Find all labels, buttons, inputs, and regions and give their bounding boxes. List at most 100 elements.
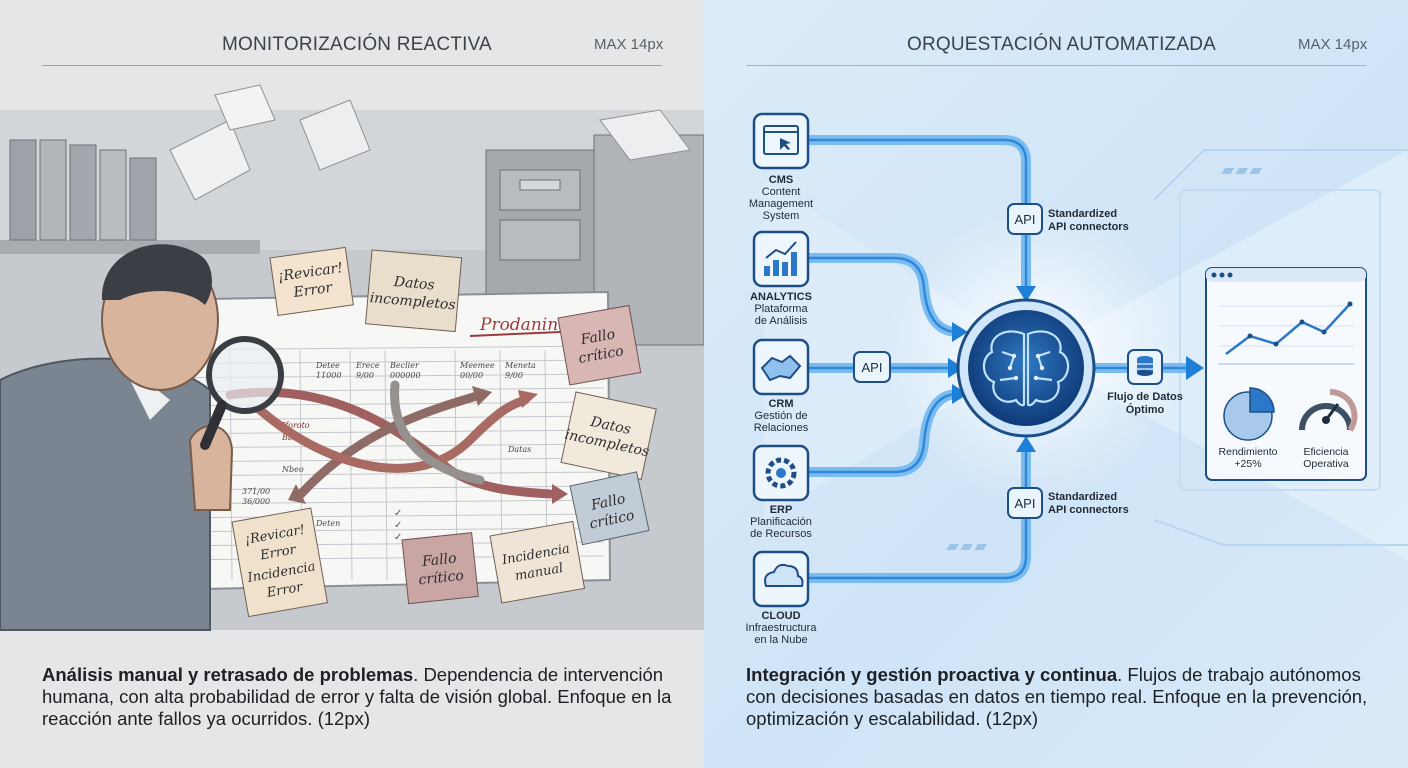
system-erp bbox=[752, 444, 810, 502]
checkmark-icon: ✓ bbox=[394, 508, 402, 519]
system-cloud bbox=[752, 550, 810, 608]
system-desc-cms-3: System bbox=[763, 210, 800, 222]
tangle-arrow bbox=[390, 380, 485, 485]
gear-icon bbox=[765, 457, 797, 489]
sheet-header-4: Meemee bbox=[459, 361, 495, 370]
sheet-header-2: Erece bbox=[355, 361, 380, 370]
cloud-icon bbox=[764, 563, 804, 587]
sheet-value-1: 11000 bbox=[316, 371, 341, 380]
svg-text:incompletos: incompletos bbox=[369, 290, 456, 313]
connector-bottom-line1: Standardized bbox=[1048, 491, 1117, 503]
arrow-head-icon bbox=[518, 390, 538, 408]
reactive-panel: MONITORIZACIÓN REACTIVA MAX 14px bbox=[0, 0, 704, 768]
sticky-note: Fallo crítico bbox=[557, 304, 642, 386]
system-desc-analytics-1: Plataforma bbox=[754, 303, 808, 315]
system-analytics bbox=[752, 230, 810, 288]
sheet-header-3: Beclier bbox=[389, 361, 420, 370]
sheet-cell-7: Datas bbox=[507, 445, 531, 454]
system-labels: CMS Content Management System ANALYTICS … bbox=[746, 174, 818, 646]
sheet-value-5: 9/00 bbox=[505, 371, 523, 380]
checkmark-icon: ✓ bbox=[394, 532, 402, 543]
automated-description-bold: Integración y gestión proactiva y contin… bbox=[746, 664, 1118, 685]
tangle-arrow bbox=[295, 390, 485, 500]
system-desc-erp-2: de Recursos bbox=[750, 528, 812, 540]
automated-description: Integración y gestión proactiva y contin… bbox=[746, 664, 1386, 730]
reactive-title: MONITORIZACIÓN REACTIVA bbox=[222, 34, 492, 55]
flow-label-line1: Flujo de Datos bbox=[1107, 391, 1183, 403]
arrow-head-icon bbox=[472, 386, 492, 406]
arrow-heads bbox=[288, 386, 568, 504]
trend-chart-icon bbox=[1218, 301, 1354, 365]
arrow-right-icon bbox=[952, 384, 968, 404]
browser-window-icon bbox=[763, 125, 799, 155]
pie-chart-icon bbox=[1223, 387, 1275, 441]
kpi-efficiency-line2: Operativa bbox=[1303, 458, 1349, 470]
svg-text:Fallo: Fallo bbox=[420, 550, 457, 570]
kpi-performance-line1: Rendimiento bbox=[1219, 446, 1278, 458]
sticky-note: Fallo crítico bbox=[401, 532, 479, 605]
arrow-up-icon bbox=[1016, 436, 1036, 452]
sticky-note: Datos incompletos bbox=[560, 391, 657, 481]
sheet-header-5: Meneta bbox=[504, 361, 536, 370]
reactive-max-label: MAX 14px bbox=[594, 36, 664, 53]
reactive-illustration: Prodanint Detee Erece Beclier Meemee Men… bbox=[0, 84, 704, 631]
checkmark-icon: ✓ bbox=[394, 520, 402, 531]
sheet-cell-6: Deten bbox=[315, 519, 340, 528]
automated-max-label: MAX 14px bbox=[1298, 36, 1368, 53]
sticky-note: Fallo crítico bbox=[569, 471, 650, 546]
arrow-down-icon bbox=[1016, 286, 1036, 302]
api-badge-crm: API bbox=[853, 351, 891, 383]
kpi-performance-line2: +25% bbox=[1234, 458, 1261, 470]
gauge-icon bbox=[1299, 388, 1358, 432]
automated-title: ORQUESTACIÓN AUTOMATIZADA bbox=[907, 34, 1217, 55]
system-name-cms: CMS bbox=[769, 174, 793, 186]
analyst-figure bbox=[0, 244, 284, 631]
svg-text:Fallo: Fallo bbox=[589, 491, 627, 514]
svg-text:Fallo: Fallo bbox=[579, 326, 617, 348]
system-desc-cloud-2: en la Nube bbox=[754, 634, 807, 646]
connector-bottom-line2: API connectors bbox=[1048, 504, 1129, 516]
svg-text:crítico: crítico bbox=[418, 568, 465, 589]
system-desc-cms-1: Content bbox=[762, 186, 801, 198]
sheet-value-2: 9/00 bbox=[356, 371, 374, 380]
sheet-header-1: Detee bbox=[315, 361, 340, 370]
database-icon bbox=[1127, 349, 1163, 385]
connector-top-line2: API connectors bbox=[1048, 221, 1129, 233]
system-desc-cms-2: Management bbox=[749, 198, 813, 210]
svg-text:Datos: Datos bbox=[392, 274, 435, 294]
sticky-note: ¡Revicar! Error bbox=[269, 246, 354, 317]
system-crm bbox=[752, 338, 810, 396]
sheet-cell-5: 36/000 bbox=[242, 497, 270, 506]
automated-panel: ORQUESTACIÓN AUTOMATIZADA MAX 14px bbox=[704, 0, 1408, 768]
sheet-title: Prodanint bbox=[479, 315, 565, 335]
tangle-arrow bbox=[255, 395, 530, 473]
reactive-title-divider bbox=[42, 65, 662, 66]
api-badge-top: API bbox=[1007, 203, 1043, 235]
bar-chart-icon bbox=[764, 241, 797, 276]
sheet-value-3: 000000 bbox=[390, 371, 421, 380]
svg-text:API: API bbox=[1015, 212, 1036, 227]
kpi-efficiency-line1: Eficiencia bbox=[1304, 446, 1349, 458]
arrow-head-icon bbox=[288, 484, 306, 504]
arrow-right-icon bbox=[948, 358, 964, 378]
magnifier-icon bbox=[206, 336, 284, 414]
sheet-cell-4: 371/00 bbox=[242, 487, 270, 496]
connector-top-line1: Standardized bbox=[1048, 208, 1117, 220]
system-desc-cloud-1: Infraestructura bbox=[746, 622, 818, 634]
tangled-arrows bbox=[225, 380, 555, 500]
svg-text:Error: Error bbox=[292, 280, 335, 302]
reactive-description-bold: Análisis manual y retrasado de problemas bbox=[42, 664, 414, 685]
system-name-analytics: ANALYTICS bbox=[750, 291, 812, 303]
dashboard: Rendimiento +25% Eficiencia Operativa bbox=[1205, 267, 1367, 481]
reactive-description: Análisis manual y retrasado de problemas… bbox=[42, 664, 682, 730]
svg-text:Error: Error bbox=[258, 542, 298, 563]
system-desc-erp-1: Planificación bbox=[750, 516, 812, 528]
svg-text:API: API bbox=[862, 360, 883, 375]
system-name-crm: CRM bbox=[768, 398, 793, 410]
flow-label: Flujo de Datos Óptimo bbox=[1107, 391, 1183, 416]
ai-brain-hub bbox=[956, 298, 1096, 438]
sticky-note: ¡Revicar! Error Incidencia Error bbox=[231, 507, 329, 618]
flow-label-line2: Óptimo bbox=[1126, 403, 1165, 416]
system-desc-analytics-2: de Análisis bbox=[755, 315, 808, 327]
system-cms bbox=[752, 112, 810, 170]
